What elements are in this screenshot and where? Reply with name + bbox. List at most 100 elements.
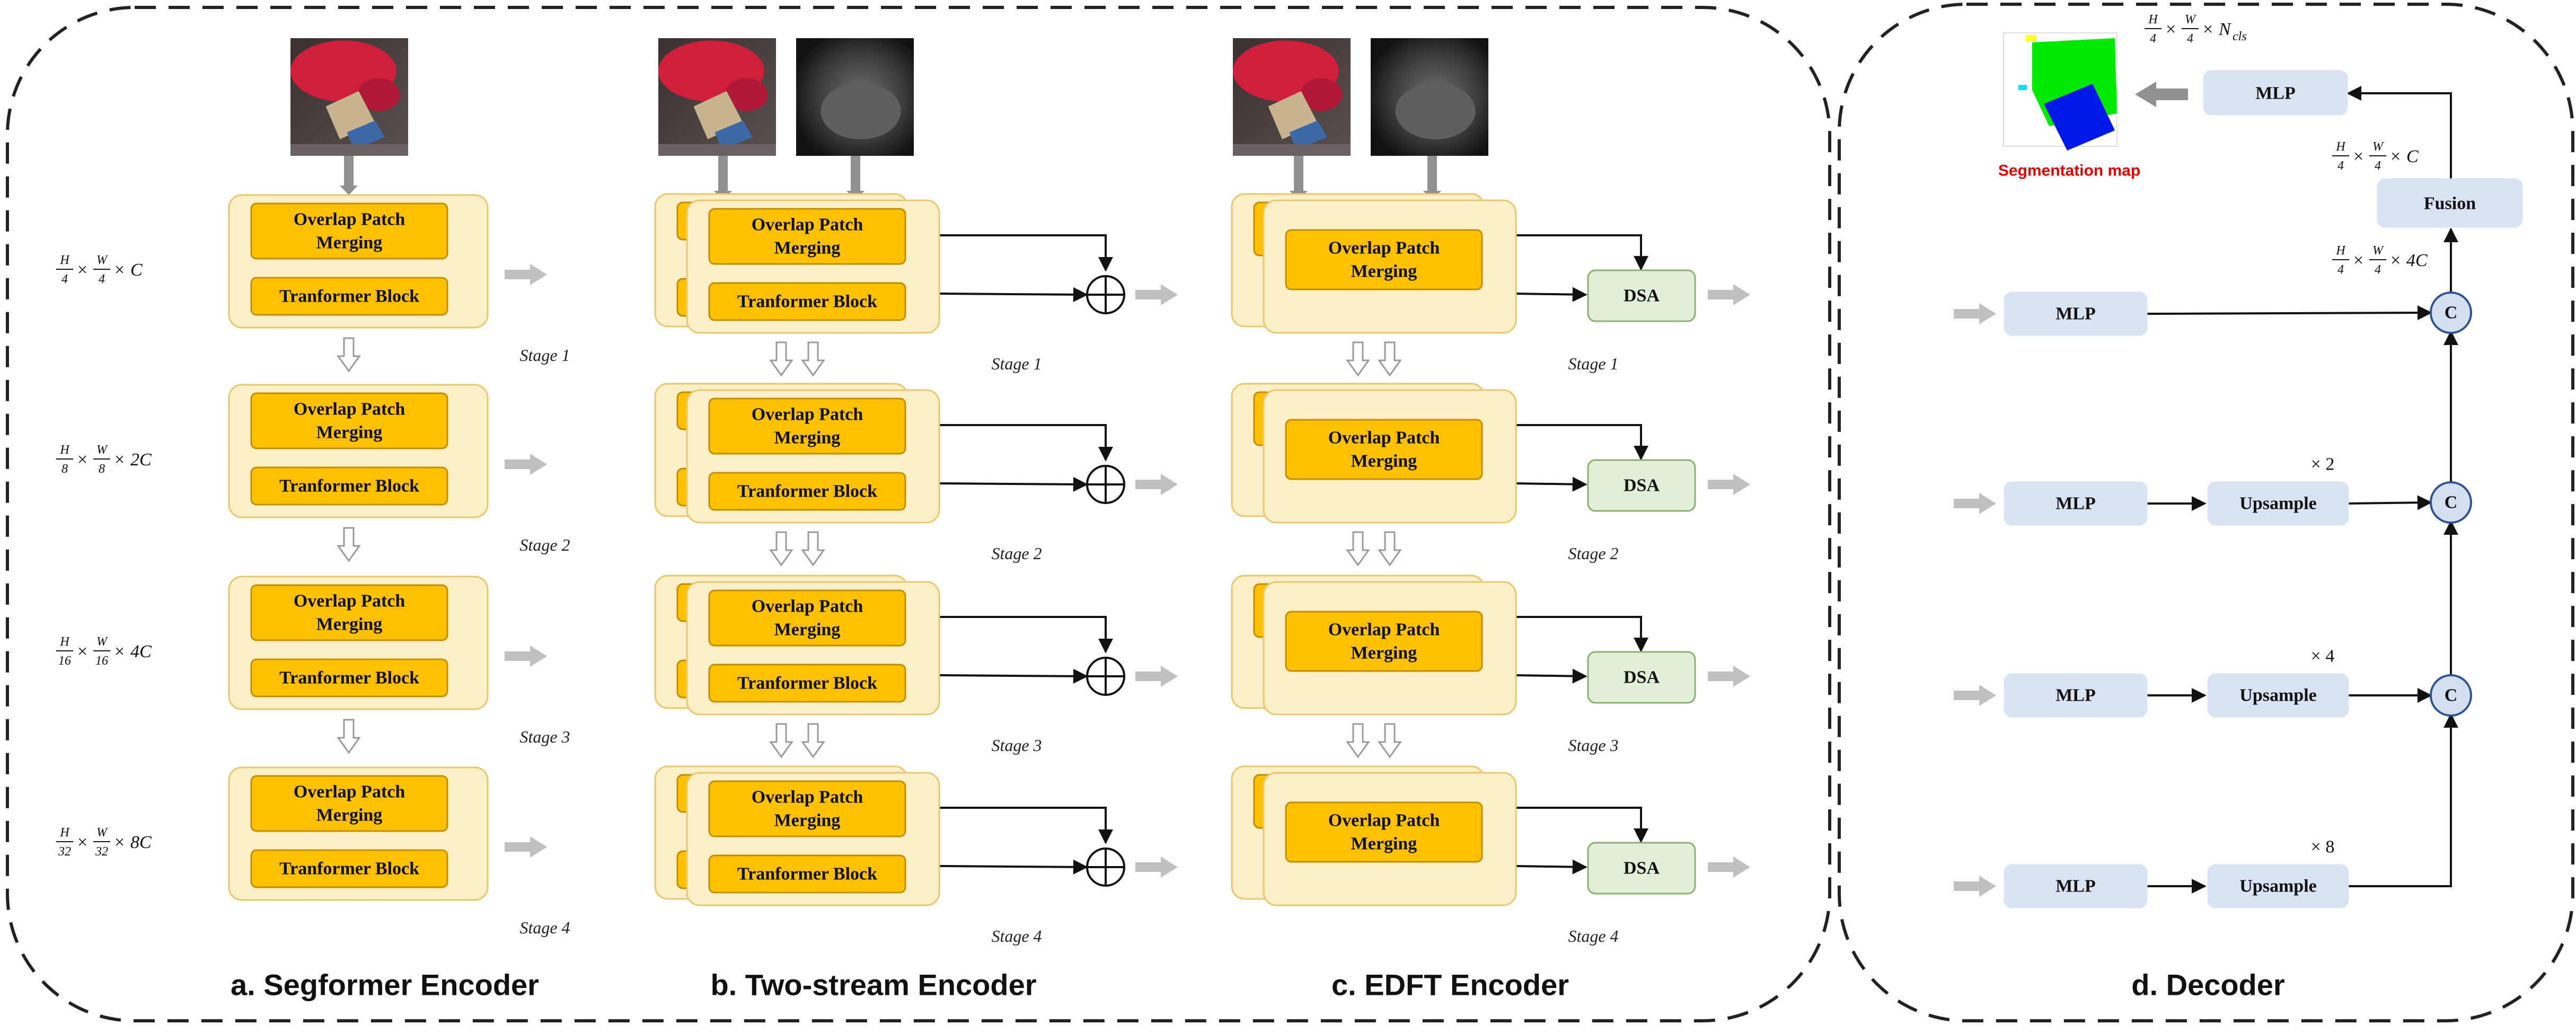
feature-dim-times: ×: [77, 450, 87, 470]
input-rgb-image-road: [1233, 144, 1351, 156]
next-stage-arrow: [1378, 341, 1402, 377]
stage-label: Stage 2: [991, 544, 1042, 563]
overlap-patch-merging-label-2: Merging: [316, 233, 383, 253]
overlap-patch-merging-label-1: Overlap Patch: [1328, 239, 1440, 258]
overlap-patch-merging-label-1: Overlap Patch: [1328, 620, 1440, 640]
mlp-label: MLP: [2055, 877, 2096, 896]
stage-output-arrow: [1135, 474, 1178, 495]
fusion-block: [2377, 178, 2523, 228]
overlap-patch-merging: [1285, 611, 1483, 672]
input-arrow: [340, 156, 358, 195]
transformer-block-label: Tranformer Block: [279, 668, 419, 688]
feature-dim-num: H: [59, 253, 70, 267]
seg-cyan-region: [2018, 85, 2027, 90]
feature-dim-num: W: [96, 253, 108, 267]
input-rgb-image-road: [658, 144, 776, 156]
upsample-label: Upsample: [2239, 877, 2316, 896]
stage-label: Stage 2: [1568, 544, 1618, 563]
depth-feature-arrow: [939, 234, 1113, 272]
segmentation-map-image: [2003, 32, 2118, 151]
input-rgb-image: [1233, 38, 1351, 156]
fusion-label: Fusion: [2424, 194, 2476, 214]
output-dim-den: 4: [2150, 32, 2156, 46]
input-depth-image: [1371, 38, 1488, 156]
rgb-feature-arrow: [939, 476, 1088, 492]
input-rgb-image-car: [1289, 120, 1327, 150]
output-dim-num: W: [2185, 13, 2196, 27]
next-stage-arrow: [801, 341, 825, 377]
seg-blue-region: [2044, 84, 2115, 151]
mlp-block: [2004, 481, 2148, 526]
head-mlp-label: MLP: [2255, 84, 2296, 103]
rgb-feature-arrow: [939, 859, 1088, 875]
concat-dim-den: 4: [2337, 263, 2344, 277]
stage-label: Stage 4: [1568, 926, 1618, 946]
head-mlp-block: [2203, 70, 2348, 116]
stage-output-arrow: [1135, 666, 1178, 687]
concat-dim-times: ×: [2390, 251, 2401, 270]
transformer-block-label: Tranformer Block: [737, 292, 877, 312]
stage-label: Stage 3: [1568, 736, 1618, 755]
concat-dim-den: 4: [2375, 263, 2381, 277]
transformer-block-label: Tranformer Block: [279, 476, 419, 496]
overlap-patch-merging-label-2: Merging: [316, 806, 383, 825]
concat-label: C: [2445, 686, 2458, 705]
decoder-frame: [1838, 3, 2574, 1022]
transformer-block-label: Tranformer Block: [737, 482, 877, 501]
input-rgb-image: [290, 38, 408, 156]
dsa-block: [1587, 459, 1696, 512]
fusion-dim-times: ×: [2353, 147, 2363, 166]
overlap-patch-merging-label-1: Overlap Patch: [752, 597, 863, 616]
overlap-patch-merging: [708, 208, 906, 265]
input-rgb-image-vegetation: [725, 78, 768, 111]
concat-label: C: [2445, 303, 2458, 323]
transformer-block: [708, 854, 906, 894]
feature-dim-den: 4: [99, 272, 105, 286]
overlap-patch-merging-label-2: Merging: [1351, 452, 1417, 471]
stage-label: Stage 4: [991, 926, 1042, 946]
mlp-label: MLP: [2055, 494, 2096, 514]
input-depth-image-object: [821, 83, 901, 139]
dsa-block: [1587, 651, 1696, 704]
caption-decoder: d. Decoder: [2131, 968, 2284, 1002]
overlap-patch-merging-label-1: Overlap Patch: [752, 215, 863, 235]
output-dim-sub: cls: [2233, 30, 2247, 43]
input-rgb-image-road: [290, 144, 408, 156]
upsample-block: [2207, 673, 2349, 718]
feature-dim-num: H: [59, 826, 70, 840]
depth-feature-arrow: [939, 616, 1113, 654]
feature-dim: H8×W8×2C: [56, 443, 152, 476]
input-rgb-image-vegetation: [1300, 78, 1343, 111]
input-rgb-image: [658, 38, 776, 156]
seg-yellow-region: [2026, 35, 2036, 41]
caption-segformer: a. Segformer Encoder: [231, 968, 539, 1002]
upsample-block: [2207, 864, 2349, 908]
feature-dim-times: ×: [114, 642, 125, 661]
concat-operator: [2430, 292, 2472, 334]
feature-dim-times: ×: [77, 260, 87, 280]
depth-stream-arrow: [1423, 156, 1441, 200]
feature-dim: H4×W4×C: [56, 253, 143, 286]
stage-output-arrow: [1708, 284, 1750, 305]
fusion-to-mlp-arrow: [2346, 86, 2452, 179]
depth-feature-arrow: [939, 424, 1113, 462]
dsa-label: DSA: [1624, 476, 1660, 496]
stage-label: Stage 4: [519, 918, 570, 937]
rgb-feature-arrow: [1515, 668, 1587, 684]
fusion-dim-num: W: [2372, 140, 2384, 154]
stage-label: Stage 3: [519, 727, 570, 746]
feature-dim-times: ×: [77, 833, 87, 852]
overlap-patch-merging: [250, 775, 448, 832]
depth-stream-arrow: [846, 156, 864, 200]
transformer-block-label: Tranformer Block: [279, 287, 419, 306]
segmentation-map-label: Segmentation map: [1998, 162, 2140, 180]
overlap-patch-merging: [250, 202, 448, 260]
depth-feature-arrow: [1516, 424, 1648, 461]
rgb-stream-arrow: [1290, 156, 1308, 200]
stage-output-arrow: [505, 836, 547, 858]
input-rgb-image-vegetation: [357, 78, 400, 111]
upsample-scale-label: × 8: [2311, 837, 2335, 857]
output-arrow: [2135, 82, 2188, 107]
